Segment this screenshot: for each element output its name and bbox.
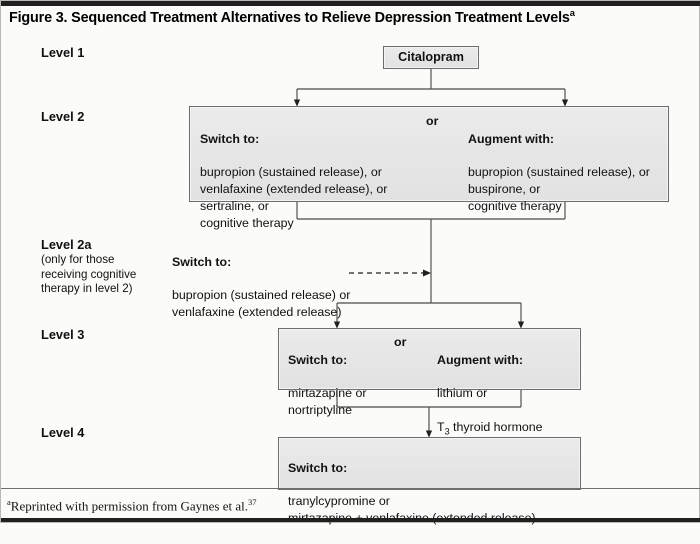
node-level2-or-connector: or [426, 114, 439, 128]
figure-footnote: aReprinted with permission from Gaynes e… [7, 497, 256, 514]
top-rule [1, 1, 700, 6]
node-level2-right-heading: Augment with: [468, 131, 555, 146]
node-level2-right-body: bupropion (sustained release), or buspir… [468, 165, 650, 213]
node-level3[interactable]: Switch to: mirtazapine or nortriptyline … [278, 328, 581, 436]
level-label-2a-title: Level 2a [41, 237, 92, 252]
node-level3-right-body-line2: T3 thyroid hormone [437, 419, 543, 438]
node-level3-right-column: Augment with: lithium or T3 thyroid horm… [437, 335, 543, 454]
node-level3-right-heading: Augment with: [437, 352, 524, 367]
node-level2-inner: Switch to: bupropion (sustained release)… [190, 107, 668, 230]
node-level3-inner: Switch to: mirtazapine or nortriptyline … [279, 329, 580, 436]
bottom-rule [1, 518, 700, 522]
t3-symbol: T [437, 419, 445, 434]
level-label-2: Level 2 [41, 109, 85, 124]
footnote-text: Reprinted with permission from Gaynes et… [10, 498, 248, 513]
t3-suffix: thyroid hormone [449, 419, 543, 434]
node-level2-left-body: bupropion (sustained release), or venlaf… [200, 165, 388, 230]
footnote-reference: 37 [247, 496, 257, 507]
figure-container: Figure 3. Sequenced Treatment Alternativ… [0, 0, 700, 525]
node-level4[interactable]: Switch to: tranylcypromine or mirtazapin… [278, 437, 581, 525]
node-level2-left-column: Switch to: bupropion (sustained release)… [200, 114, 387, 248]
level-label-1: Level 1 [41, 45, 85, 60]
node-level4-heading: Switch to: [288, 460, 348, 475]
level-label-2a-sub: (only for those receiving cognitive ther… [41, 253, 137, 295]
node-level3-or-connector: or [394, 335, 407, 349]
node-level3-left-column: Switch to: mirtazapine or nortriptyline [288, 335, 367, 436]
node-level2-left-heading: Switch to: [200, 131, 260, 146]
node-level3-right-body-line1: lithium or [437, 386, 488, 401]
node-level4-column: Switch to: tranylcypromine or mirtazapin… [288, 443, 536, 544]
t3-subscript: 3 [444, 426, 450, 437]
node-level2a-body: bupropion (sustained release) or venlafa… [172, 288, 351, 320]
footnote-marker: a [7, 496, 11, 507]
node-citalopram[interactable]: Citalopram [383, 46, 479, 69]
level-label-4: Level 4 [41, 425, 85, 440]
footnote-rule [1, 488, 700, 489]
node-level3-left-heading: Switch to: [288, 352, 348, 367]
node-level2a-heading: Switch to: [172, 254, 232, 269]
level-label-2a: Level 2a (only for those receiving cogni… [41, 237, 161, 296]
figure-title-superscript: a [569, 8, 575, 18]
node-level2[interactable]: Switch to: bupropion (sustained release)… [189, 106, 669, 230]
node-level2a-text: Switch to: bupropion (sustained release)… [172, 237, 350, 338]
figure-title: Figure 3. Sequenced Treatment Alternativ… [9, 8, 575, 26]
level-label-3: Level 3 [41, 327, 85, 342]
node-level2-right-column: Augment with: bupropion (sustained relea… [468, 114, 650, 232]
node-citalopram-label: Citalopram [398, 50, 464, 64]
node-level4-inner: Switch to: tranylcypromine or mirtazapin… [279, 438, 580, 525]
figure-title-text: Figure 3. Sequenced Treatment Alternativ… [9, 9, 570, 26]
node-citalopram-inner: Citalopram [384, 47, 478, 68]
node-level3-left-body: mirtazapine or nortriptyline [288, 386, 367, 418]
